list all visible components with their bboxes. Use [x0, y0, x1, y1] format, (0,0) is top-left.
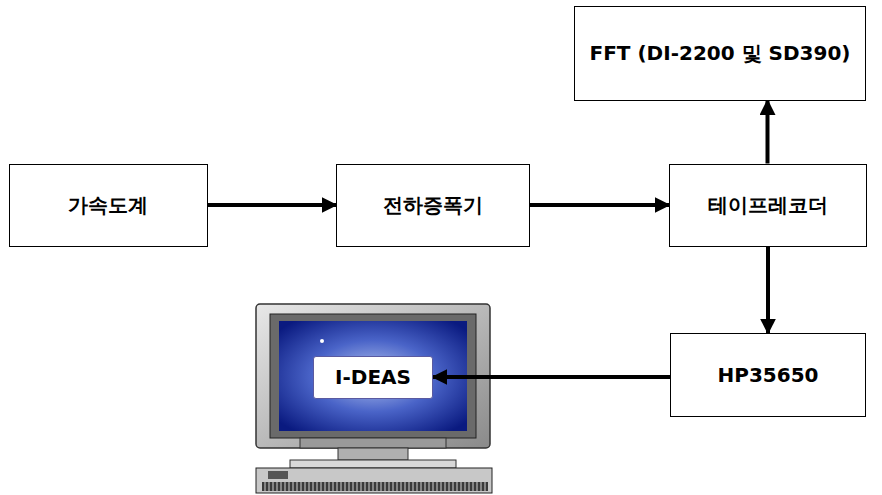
node-label: HP35650 [718, 363, 819, 387]
arrow-connector [433, 375, 670, 379]
node-label: 테이프레코더 [708, 193, 828, 217]
node-label: 전하증폭기 [383, 193, 483, 217]
sensor-box: 가속도계 [9, 164, 208, 247]
node-label: I-DEAS [335, 365, 411, 389]
arrow-connector [766, 101, 770, 164]
arrow-connector [208, 203, 337, 207]
arrow-connector [530, 203, 669, 207]
node-label: 가속도계 [68, 193, 148, 217]
arrow-connector [766, 247, 770, 334]
computer-case [256, 468, 492, 493]
analyzer-box: FFT (DI-2200 및 SD390) [574, 6, 866, 101]
node-label: FFT (DI-2200 및 SD390) [590, 41, 851, 65]
analyzer-box: HP35650 [670, 333, 866, 417]
software-label-box: I-DEAS [313, 356, 433, 399]
recorder-box: 테이프레코더 [669, 164, 867, 247]
monitor-stand [290, 448, 456, 468]
amplifier-box: 전하증폭기 [336, 164, 530, 247]
